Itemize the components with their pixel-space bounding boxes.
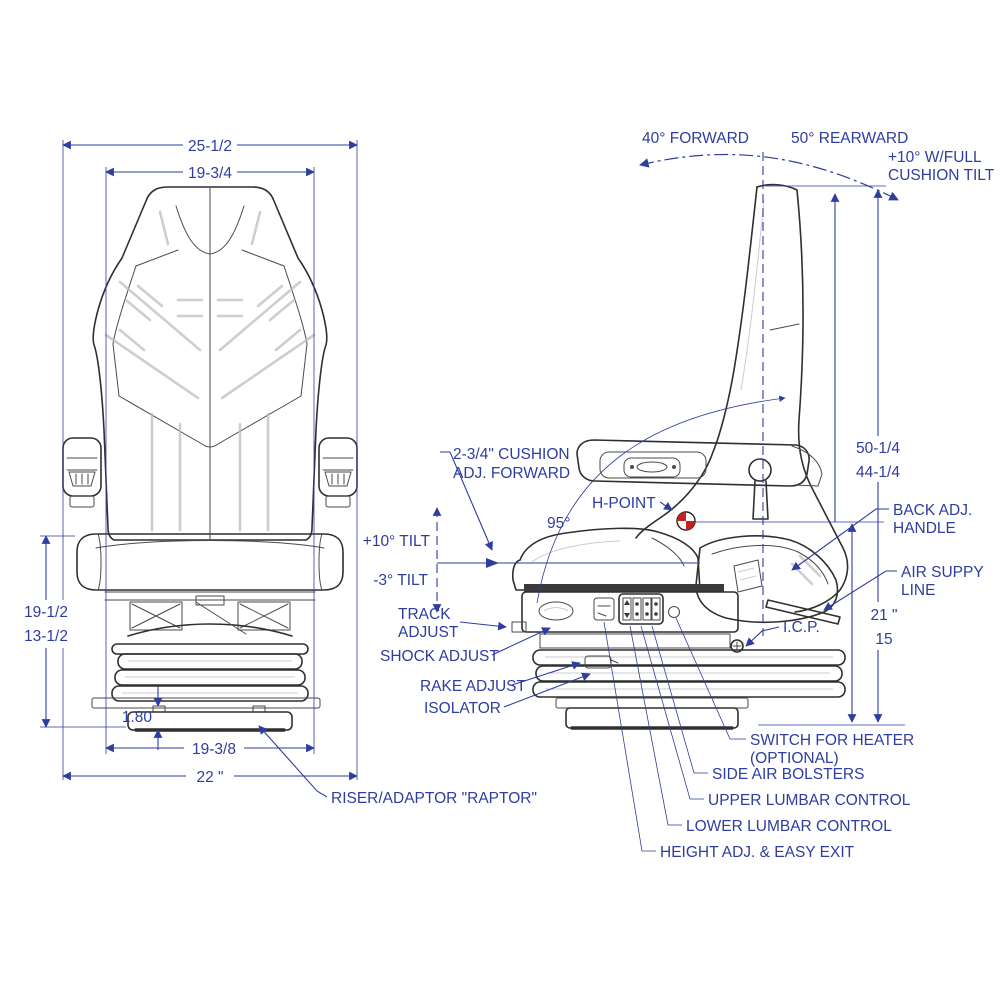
air-supply-callout: AIR SUPPY LINE (823, 564, 984, 611)
seat-switch (593, 597, 615, 621)
cushion-tilt-label-1: +10° W/FULL (888, 149, 982, 166)
air-supply-label-1: AIR SUPPY (901, 564, 984, 581)
isolator-label: ISOLATOR (424, 700, 501, 717)
control-panel (618, 593, 664, 625)
height-adjust-label: HEIGHT ADJ. & EASY EXIT (660, 844, 855, 861)
side-armrest (576, 439, 823, 520)
height-adjust-callout: HEIGHT ADJ. & EASY EXIT (603, 621, 855, 861)
track-adjust-callout: TRACK ADJUST (398, 606, 507, 641)
dim-15-label: 15 (875, 631, 892, 648)
rake-adjust-label: RAKE ADJUST (420, 678, 526, 695)
heater-label-1: SWITCH FOR HEATER (750, 732, 914, 749)
side-air-bolsters-callout: SIDE AIR BOLSTERS (651, 625, 864, 783)
front-suspension (104, 591, 316, 637)
dim-base-width: 19-3/8 (105, 739, 315, 758)
shock-adjust-callout: SHOCK ADJUST (380, 627, 551, 665)
h-point-label: H-POINT (592, 495, 656, 512)
tilt-down-label: -3° TILT (373, 572, 428, 589)
side-recliner-shield (695, 535, 839, 624)
icp-label: I.C.P. (783, 619, 820, 636)
dim-height-range: 19-1/2 13-1/2 (16, 535, 126, 728)
rake-adjust-callout: RAKE ADJUST (420, 661, 581, 695)
dim-seat-height: 50-1/4 44-1/4 (852, 189, 904, 723)
cushion-adj-label-1: 2-3/4" CUSHION (453, 446, 570, 463)
dim-19-3-8-label: 19-3/8 (192, 741, 236, 758)
dim-overall-width-top: 25-1/2 (62, 136, 358, 155)
side-view-seat-drawing (511, 183, 849, 730)
front-bellows (111, 643, 309, 702)
shock-adjust-label: SHOCK ADJUST (380, 648, 499, 665)
lower-lumbar-label: LOWER LUMBAR CONTROL (686, 818, 892, 835)
side-air-bolsters-label: SIDE AIR BOLSTERS (712, 766, 864, 783)
dim-h-point-height: 21 " 15 (847, 523, 906, 723)
isolator-callout: ISOLATOR (424, 672, 591, 717)
dim-riser-height: 1.80 (122, 686, 163, 750)
back-adjust-label-1: BACK ADJ. (893, 502, 972, 519)
side-view-annotations: 40° FORWARD 50° REARWARD +10° W/FULL CUS… (363, 130, 995, 861)
cushion-adj-label-2: ADJ. FORWARD (453, 465, 570, 482)
heater-switch-callout: SWITCH FOR HEATER (OPTIONAL) (675, 617, 914, 767)
heater-switch-button (668, 606, 680, 618)
dim-19-1-2-label: 19-1/2 (24, 604, 68, 621)
side-bellows (532, 633, 846, 698)
dim-50-1-4-label: 50-1/4 (856, 440, 900, 457)
recline-arc (639, 153, 899, 201)
track-tab (511, 621, 527, 633)
dim-21-label: 21 " (870, 607, 897, 624)
riser-adaptor-label: RISER/ADAPTOR "RAPTOR" (331, 790, 537, 807)
front-view-seat-drawing (62, 186, 358, 732)
upper-lumbar-label: UPPER LUMBAR CONTROL (708, 792, 911, 809)
dim-19-3-4-label: 19-3/4 (188, 165, 232, 182)
dim-1-80-label: 1.80 (122, 709, 153, 726)
air-supply-label-2: LINE (901, 582, 935, 599)
back-angle-label: 95° (547, 515, 570, 532)
h-point-callout: H-POINT (592, 495, 696, 531)
dim-13-1-2-label: 13-1/2 (24, 628, 68, 645)
dim-overall-width-bottom: 22 " (62, 767, 358, 786)
brand-logo-oval (538, 601, 574, 621)
cushion-adjust-callout: 2-3/4" CUSHION ADJ. FORWARD (440, 446, 570, 551)
back-adjust-handle-callout: BACK ADJ. HANDLE (791, 502, 972, 571)
label-riser-adaptor: RISER/ADAPTOR "RAPTOR" (258, 725, 537, 807)
front-view-dimensions: 25-1/2 19-3/4 19-1/2 13-1/2 1.80 19-3/8 (16, 136, 537, 807)
dim-44-1-4-label: 44-1/4 (856, 464, 900, 481)
back-angle-arc (536, 395, 786, 604)
side-base-controls (511, 591, 739, 633)
back-adjust-label-2: HANDLE (893, 520, 956, 537)
upper-lumbar-callout: UPPER LUMBAR CONTROL (640, 625, 911, 809)
forward-angle-label: 40° FORWARD (642, 130, 749, 147)
rearward-angle-label: 50° REARWARD (791, 130, 908, 147)
dim-22-label: 22 " (196, 769, 223, 786)
side-riser (555, 697, 749, 730)
back-adjust-handle-rod (765, 599, 841, 625)
front-armrest-left (62, 437, 102, 508)
tilt-up-label: +10° TILT (363, 533, 431, 550)
track-adjust-label-1: TRACK (398, 606, 451, 623)
heater-label-2: (OPTIONAL) (750, 750, 839, 767)
seat-pan-band (524, 584, 724, 592)
h-point-marker (676, 511, 696, 531)
lower-lumbar-callout: LOWER LUMBAR CONTROL (629, 625, 892, 835)
track-adjust-label-2: ADJUST (398, 624, 459, 641)
tilt-indicator: +10° TILT -3° TILT (363, 507, 700, 613)
cushion-tilt-label-2: CUSHION TILT (888, 167, 995, 184)
icp-callout: I.C.P. (745, 619, 820, 647)
icp-fitting (730, 639, 744, 653)
dim-25-1-2-label: 25-1/2 (188, 138, 232, 155)
dim-back-width: 19-3/4 (105, 163, 315, 182)
front-armrest-right (318, 437, 358, 508)
